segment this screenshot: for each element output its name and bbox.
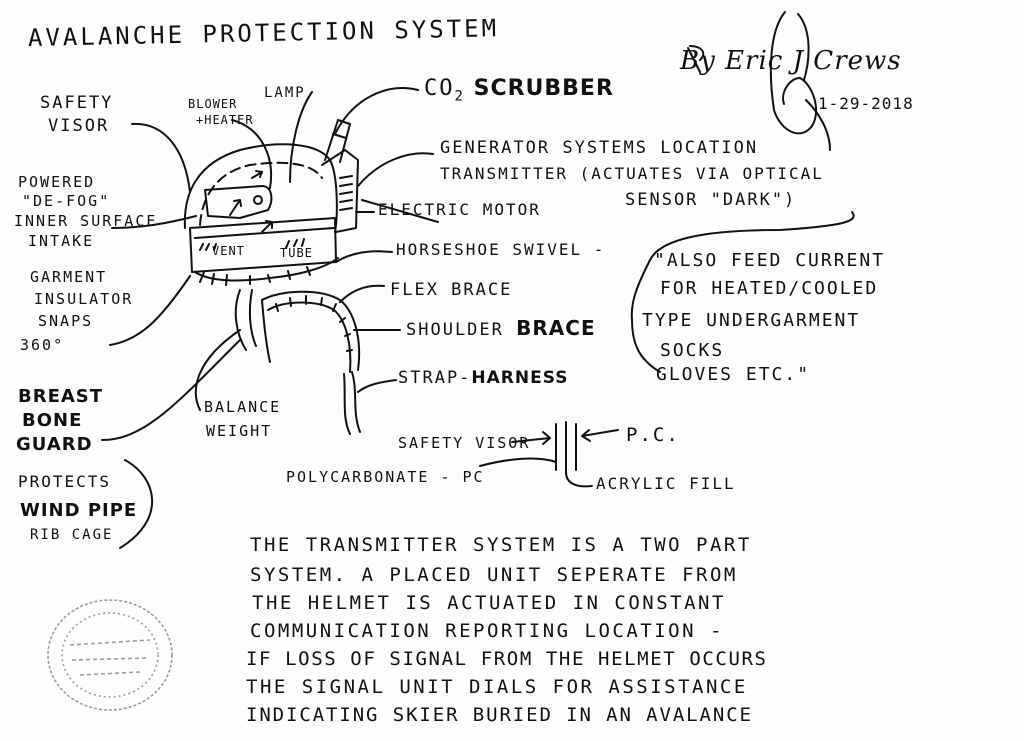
label-tube: TUBE [280, 246, 313, 260]
label-vent: VENT [212, 244, 245, 258]
label-rib-cage: RIB CAGE [30, 527, 114, 543]
visor-pivot [253, 195, 263, 205]
label-electric-motor: ELECTRIC MOTOR [378, 200, 541, 219]
label-garment: GARMENT [30, 268, 108, 286]
label-generator-3: SENSOR "DARK") [625, 190, 797, 210]
label-generator-2: TRANSMITTER (ACTUATES VIA OPTICAL [440, 164, 824, 183]
helmet-dome-inner [199, 161, 323, 226]
strap-harness [343, 371, 361, 435]
label-horseshoe-swivel: HORSESHOE SWIVEL - [396, 240, 606, 259]
label-shoulder-brace: SHOULDER BRACE [406, 316, 596, 340]
visor-window [204, 185, 273, 219]
label-flex-brace: FLEX BRACE [390, 280, 513, 300]
description-line-5: IF LOSS OF SIGNAL FROM THE HELMET OCCURS [246, 648, 768, 670]
label-safety-visor: SAFETY [40, 93, 114, 113]
flex-brace [261, 290, 361, 371]
note-line-4: SOCKS [660, 340, 725, 361]
signature-scribble [687, 11, 831, 151]
label-safety-visor-2: VISOR [48, 116, 110, 136]
description-line-3: THE HELMET IS ACTUATED IN CONSTANT [252, 592, 726, 614]
label-wind-pipe: WIND PIPE [20, 500, 138, 521]
label-balance: BALANCE [204, 398, 282, 416]
note-line-1: "ALSO FEED CURRENT [654, 250, 886, 271]
label-breast: BREAST [18, 386, 104, 407]
vent-grille [199, 238, 305, 251]
label-powered: POWERED [18, 173, 96, 191]
signature-name: By Eric J Crews [680, 46, 902, 76]
description-line-6: THE SIGNAL UNIT DIALS FOR ASSISTANCE [246, 676, 748, 698]
layer-lines [555, 421, 577, 473]
co2-canister [324, 119, 351, 163]
label-snaps: SNAPS [38, 312, 94, 330]
label-polycarbonate: POLYCARBONATE - PC [286, 468, 485, 486]
stamp-seal [47, 599, 173, 711]
label-intake: INTAKE [28, 232, 95, 250]
description-line-4: COMMUNICATION REPORTING LOCATION - [250, 620, 724, 642]
shoulder-brace [267, 301, 352, 373]
description-line-1: THE TRANSMITTER SYSTEM IS A TWO PART [250, 534, 752, 556]
label-guard: GUARD [16, 434, 93, 455]
label-co2-scrubber: CO2 SCRUBBER [424, 76, 614, 105]
balance-weight [261, 299, 271, 363]
label-strap-harness: STRAP-HARNESS [398, 368, 569, 388]
label-lamp: LAMP [264, 85, 306, 101]
description-line-7: INDICATING SKIER BURIED IN AN AVALANCE [246, 704, 753, 726]
label-insulator: INSULATOR [34, 290, 134, 308]
note-line-2: FOR HEATED/COOLED [660, 278, 879, 299]
label-weight: WEIGHT [206, 422, 273, 440]
label-safety-visor-layers: SAFETY VISOR [398, 434, 531, 452]
helmet-dome [183, 143, 338, 233]
note-brace [630, 211, 855, 373]
protects-bracket [119, 459, 154, 549]
label-protects: PROTECTS [18, 472, 112, 491]
label-defog: "DE-FOG" [22, 192, 111, 210]
motor-housing [321, 149, 359, 233]
description-line-2: SYSTEM. A PLACED UNIT SEPERATE FROM [250, 564, 738, 586]
label-acrylic-fill: ACRYLIC FILL [596, 474, 736, 493]
label-generator-1: GENERATOR SYSTEMS LOCATION [440, 138, 759, 158]
label-pc: P.C. [626, 424, 680, 446]
signature-date: 1-29-2018 [818, 94, 914, 113]
label-blower: BLOWER [188, 97, 238, 111]
label-inner-surface: INNER SURFACE [14, 212, 158, 230]
breast-guard [234, 289, 257, 351]
label-360: 360° [20, 336, 65, 354]
label-bone: BONE [22, 410, 83, 431]
label-heater: +HEATER [196, 113, 254, 127]
note-line-5: GLOVES ETC." [656, 364, 811, 385]
note-line-3: TYPE UNDERGARMENT [642, 310, 861, 331]
horseshoe-swivel [194, 257, 339, 282]
